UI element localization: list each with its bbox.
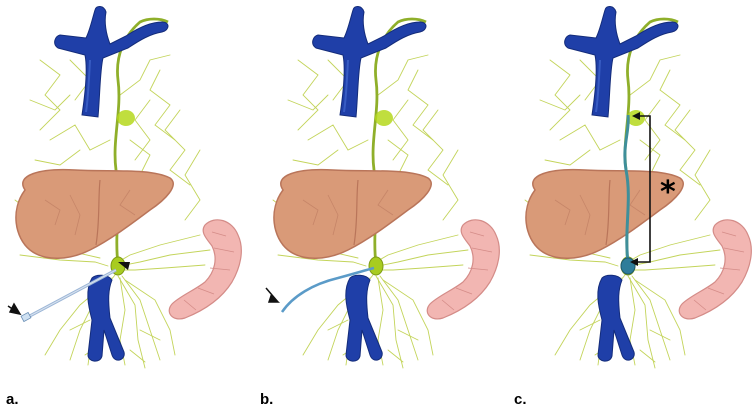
panel-label: c. — [514, 391, 527, 408]
panel-label: a. — [6, 391, 19, 408]
panel-b: b. — [260, 6, 499, 408]
panel-a: a. — [6, 6, 241, 408]
panel-c: * c. — [514, 6, 751, 408]
asterisk-marker: * — [660, 175, 676, 210]
arrow-pointer-icon — [8, 304, 20, 314]
panel-label: b. — [260, 391, 273, 408]
arrow-pointer-icon — [266, 288, 278, 302]
